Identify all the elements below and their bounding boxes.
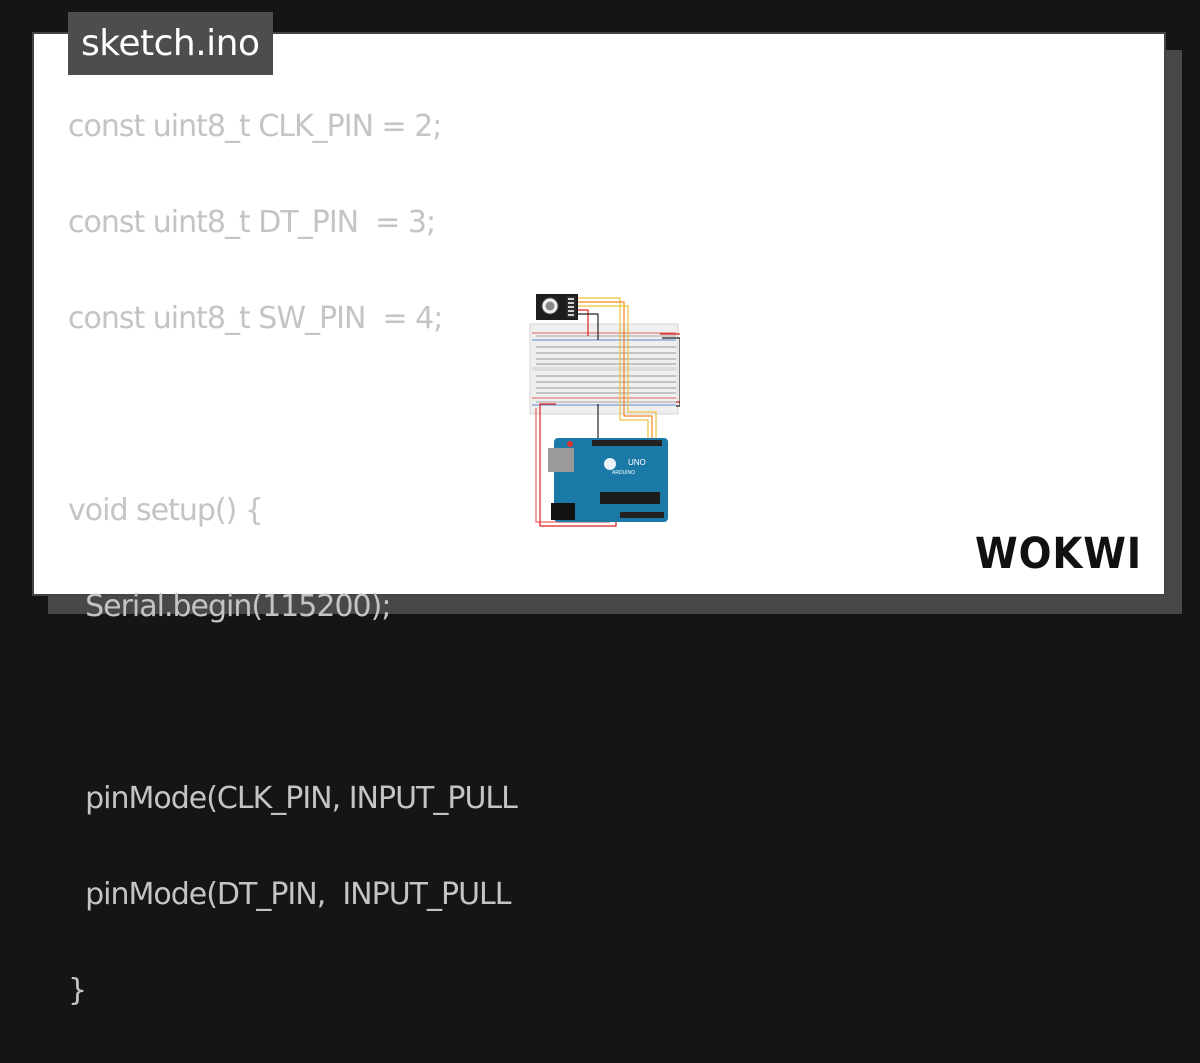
code-line: void setup() { — [68, 493, 264, 528]
breadboard — [529, 323, 679, 415]
wokwi-logo-text: WOKWI — [975, 528, 1142, 576]
code-line: Serial.begin(115200); — [68, 589, 391, 624]
wires — [535, 297, 680, 527]
code-line: pinMode(CLK_PIN, INPUT_PULL — [68, 781, 518, 816]
code-line: pinMode(DT_PIN, INPUT_PULL — [68, 877, 511, 912]
code-line — [68, 391, 517, 439]
file-tab[interactable]: sketch.ino — [68, 12, 274, 75]
code-line: const uint8_t DT_PIN = 3; — [68, 205, 436, 240]
code-line: } — [68, 973, 87, 1008]
circuit-diagram: UNO ARDUINO — [529, 294, 680, 527]
wokwi-logo: WOKWI — [975, 528, 1142, 576]
code-line: const uint8_t SW_PIN = 4; — [68, 301, 443, 336]
code-preview: const uint8_t CLK_PIN = 2; const uint8_t… — [68, 103, 518, 1063]
board-brand-label: ARDUINO — [612, 470, 635, 476]
code-line — [68, 679, 517, 727]
arduino-board: UNO ARDUINO — [548, 438, 668, 522]
rotary-encoder — [536, 294, 578, 320]
file-tab-label: sketch.ino — [81, 23, 260, 64]
code-line: const uint8_t CLK_PIN = 2; — [68, 109, 442, 144]
board-model-label: UNO — [628, 458, 646, 467]
